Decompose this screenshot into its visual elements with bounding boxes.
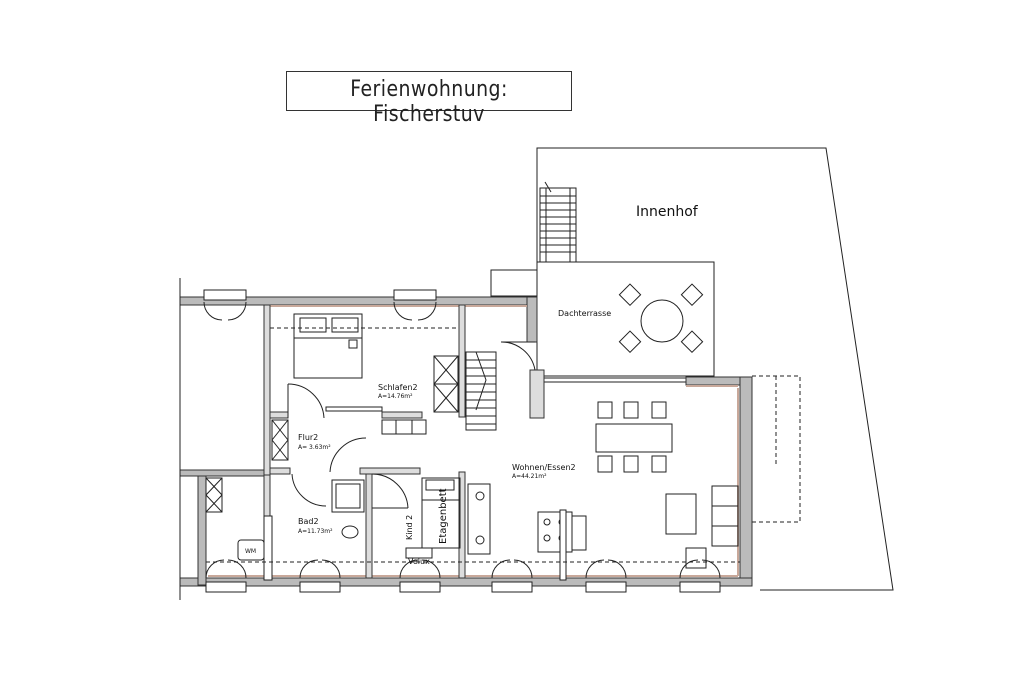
hall-area: A= 3.63m² bbox=[298, 444, 331, 451]
interior-walls bbox=[263, 304, 545, 579]
wardrobe bbox=[433, 355, 459, 413]
bunk-bed bbox=[421, 477, 461, 549]
child-room-name: Kind 2 bbox=[405, 515, 414, 540]
windows-bottom bbox=[205, 559, 721, 593]
double-bed bbox=[293, 313, 363, 379]
courtyard-label: Innenhof bbox=[636, 204, 699, 220]
velux-label: Velux bbox=[408, 557, 430, 566]
bathroom-fixtures bbox=[205, 473, 409, 581]
bedroom-name: Schlafen2 bbox=[378, 383, 418, 392]
roof-terrace-outline bbox=[536, 261, 715, 377]
windows-top bbox=[203, 289, 437, 321]
living-name: Wohnen/Essen2 bbox=[512, 463, 576, 472]
hall-name: Flur2 bbox=[298, 433, 318, 442]
washing-machine-label: WM bbox=[245, 548, 256, 555]
courtyard-outline bbox=[536, 147, 894, 591]
bath-name: Bad2 bbox=[298, 517, 319, 526]
interior-stair bbox=[465, 351, 497, 431]
title-box: Ferienwohnung: Fischerstuv bbox=[286, 71, 572, 127]
kitchen-unit bbox=[467, 483, 587, 581]
bedroom-area: A=14.76m² bbox=[378, 393, 413, 400]
outer-walls bbox=[179, 296, 753, 587]
plan-title: Ferienwohnung: Fischerstuv bbox=[350, 77, 508, 127]
hall-cabinet bbox=[271, 383, 367, 507]
dining-table bbox=[595, 401, 673, 473]
outdoor-stair bbox=[539, 181, 577, 263]
sofa bbox=[665, 485, 739, 569]
terrace-table bbox=[618, 283, 704, 354]
bath-area: A=11.73m² bbox=[298, 528, 333, 535]
washing-machine-icon bbox=[237, 539, 265, 561]
bunk-bed-label: Etagenbett bbox=[438, 488, 449, 544]
living-area: A=44.21m² bbox=[512, 473, 547, 480]
roof-terrace-label: Dachterrasse bbox=[558, 309, 611, 318]
